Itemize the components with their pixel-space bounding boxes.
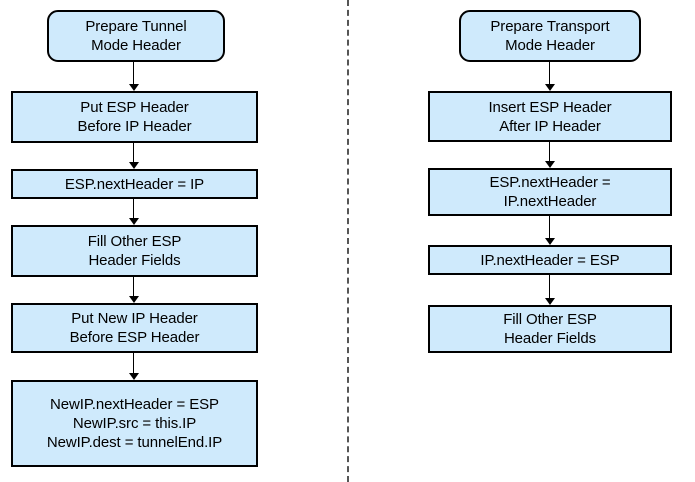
flow-arrow: [544, 216, 556, 245]
flow-arrow: [128, 353, 140, 380]
arrow-head-icon: [129, 84, 139, 91]
flow-node-label: ESP.nextHeader = IP.nextHeader: [489, 174, 611, 210]
flow-arrow: [544, 275, 556, 305]
flow-node-label: Prepare Tunnel Mode Header: [85, 18, 187, 54]
flow-node-label: Put ESP Header Before IP Header: [77, 99, 192, 135]
vertical-dashed-separator: [347, 0, 349, 482]
arrow-stem: [133, 353, 134, 374]
arrow-stem: [133, 143, 134, 163]
arrow-stem: [133, 199, 134, 219]
flow-node-transport-step-3[interactable]: IP.nextHeader = ESP: [428, 245, 672, 275]
flow-arrow: [128, 277, 140, 303]
flow-arrow: [128, 62, 140, 91]
flow-node-label: NewIP.nextHeader = ESP NewIP.src = this.…: [46, 396, 223, 451]
flow-node-tunnel-step-4[interactable]: Put New IP Header Before ESP Header: [11, 303, 258, 353]
flow-arrow: [544, 142, 556, 168]
flow-node-tunnel-step-3[interactable]: Fill Other ESP Header Fields: [11, 225, 258, 277]
arrow-stem: [549, 216, 550, 239]
flow-node-transport-step-4[interactable]: Fill Other ESP Header Fields: [428, 305, 672, 353]
flow-node-transport-step-1[interactable]: Insert ESP Header After IP Header: [428, 91, 672, 142]
flow-arrow: [128, 199, 140, 225]
flow-node-label: ESP.nextHeader = IP: [64, 175, 205, 193]
flow-node-transport-start[interactable]: Prepare Transport Mode Header: [459, 10, 641, 62]
flow-node-label: Put New IP Header Before ESP Header: [69, 310, 200, 346]
flow-arrow: [128, 143, 140, 169]
arrow-head-icon: [545, 238, 555, 245]
flow-arrow: [544, 62, 556, 91]
flow-node-transport-step-2[interactable]: ESP.nextHeader = IP.nextHeader: [428, 168, 672, 216]
arrow-head-icon: [545, 161, 555, 168]
flow-node-label: Prepare Transport Mode Header: [490, 18, 610, 54]
flow-node-tunnel-start[interactable]: Prepare Tunnel Mode Header: [47, 10, 225, 62]
flow-node-tunnel-step-5[interactable]: NewIP.nextHeader = ESP NewIP.src = this.…: [11, 380, 258, 467]
flow-node-tunnel-step-1[interactable]: Put ESP Header Before IP Header: [11, 91, 258, 143]
flow-node-label: Insert ESP Header After IP Header: [488, 98, 612, 135]
arrow-stem: [133, 277, 134, 297]
arrow-stem: [133, 62, 134, 85]
arrow-head-icon: [129, 296, 139, 303]
arrow-stem: [549, 275, 550, 299]
flow-node-label: Fill Other ESP Header Fields: [87, 233, 182, 269]
arrow-stem: [549, 62, 550, 85]
flow-node-label: IP.nextHeader = ESP: [480, 251, 620, 269]
arrow-head-icon: [545, 84, 555, 91]
arrow-head-icon: [545, 298, 555, 305]
arrow-head-icon: [129, 373, 139, 380]
arrow-head-icon: [129, 218, 139, 225]
arrow-stem: [549, 142, 550, 162]
arrow-head-icon: [129, 162, 139, 169]
flow-node-tunnel-step-2[interactable]: ESP.nextHeader = IP: [11, 169, 258, 199]
flow-node-label: Fill Other ESP Header Fields: [503, 311, 597, 347]
